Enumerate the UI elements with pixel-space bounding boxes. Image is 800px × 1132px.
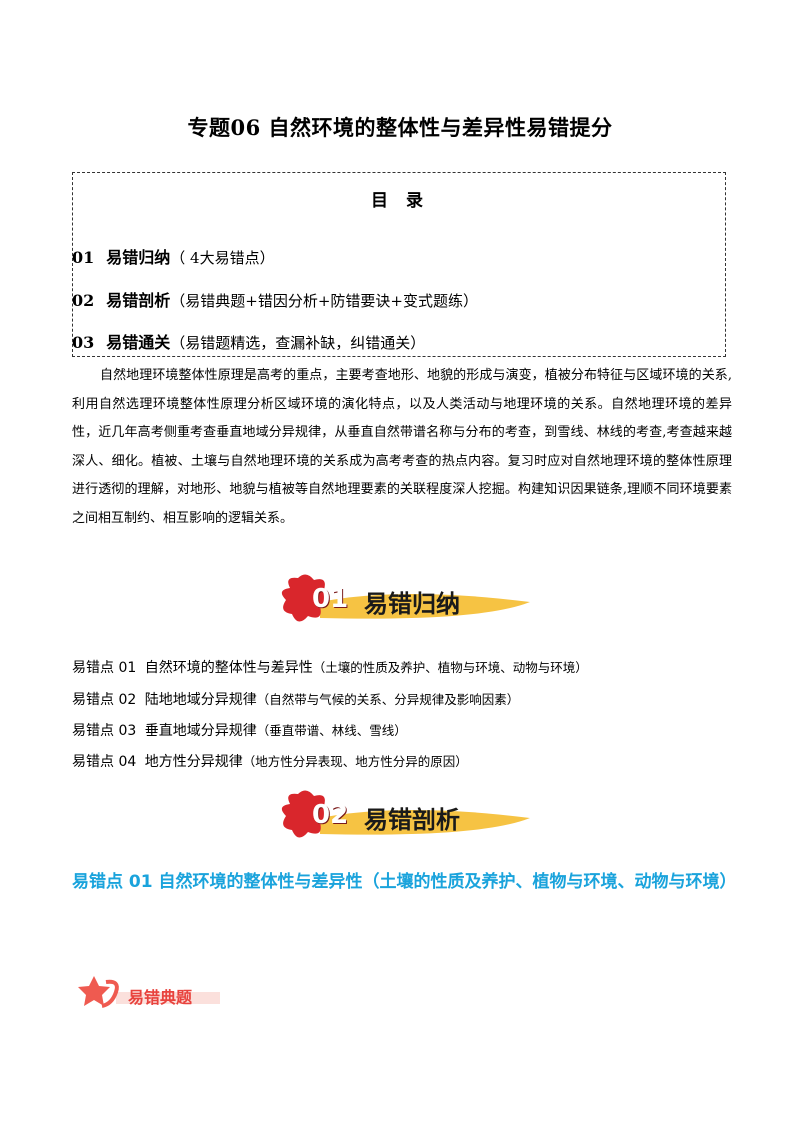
toc-item-heading: 易错通关 (106, 333, 171, 352)
tag-label: 易错典题 (128, 988, 193, 1007)
error-point-3: 易错点 03 垂直地域分异规律（垂直带谱、林线、雪线） (72, 720, 407, 740)
banner-decoration-icon (281, 574, 530, 622)
error-point-label: 易错点 01 (72, 660, 137, 676)
banner-number: 01 (312, 584, 349, 614)
section-banner-1: 01 易错归纳 (280, 572, 530, 628)
intro-paragraph: 自然地理环境整体性原理是高考的重点，主要考查地形、地貌的形成与演变，植被分布特征… (72, 368, 732, 526)
section-heading: 易错点 01 自然环境的整体性与差异性（土壤的性质及养护、植物与环境、动物与环境… (72, 872, 737, 892)
error-point-label: 易错点 04 (72, 754, 137, 770)
error-point-subtitle: （自然带与气候的关系、分异规律及影响因素） (256, 692, 520, 707)
banner-title: 易错剖析 (364, 806, 460, 834)
toc-item-3: 03 易错通关（易错题精选，查漏补缺，纠错通关） (72, 329, 425, 353)
error-point-subtitle: （土壤的性质及养护、植物与环境、动物与环境） (312, 660, 588, 675)
toc-item-number: 02 (72, 291, 95, 310)
toc-item-heading: 易错归纳 (106, 248, 171, 267)
toc-item-heading: 易错剖析 (106, 291, 171, 310)
error-point-2: 易错点 02 陆地地域分异规律（自然带与气候的关系、分异规律及影响因素） (72, 689, 519, 709)
error-point-subtitle: （垂直带谱、林线、雪线） (256, 723, 407, 738)
toc-item-detail: （易错题精选，查漏补缺，纠错通关） (170, 334, 426, 352)
toc-item-number: 03 (72, 333, 95, 352)
section-banner-2: 02 易错剖析 (280, 788, 530, 844)
toc-box (72, 172, 726, 357)
error-point-4: 易错点 04 地方性分异规律（地方性分异表现、地方性分异的原因） (72, 751, 468, 771)
toc-item-2: 02 易错剖析（易错典题+错因分析+防错要诀+变式题练） (72, 287, 478, 311)
error-point-label: 易错点 03 (72, 723, 137, 739)
error-point-1: 易错点 01 自然环境的整体性与差异性（土壤的性质及养护、植物与环境、动物与环境… (72, 657, 588, 677)
error-point-title: 垂直地域分异规律 (144, 723, 257, 739)
banner-title: 易错归纳 (364, 590, 460, 618)
error-point-title: 自然环境的整体性与差异性 (144, 660, 313, 676)
toc-item-detail: （ 4大易错点） (170, 249, 275, 267)
banner-number: 02 (312, 800, 349, 830)
toc-item-detail: （易错典题+错因分析+防错要诀+变式题练） (170, 292, 478, 310)
toc-item-1: 01 易错归纳（ 4大易错点） (72, 244, 275, 268)
toc-item-number: 01 (72, 248, 95, 267)
banner-decoration-icon (281, 790, 530, 838)
page-title: 专题06 自然环境的整体性与差异性易错提分 (187, 115, 613, 140)
error-point-title: 陆地地域分异规律 (144, 692, 257, 708)
toc-heading: 目 录 (371, 191, 429, 211)
tag-star-icon (78, 976, 220, 1008)
error-point-title: 地方性分异规律 (144, 754, 243, 770)
error-point-subtitle: （地方性分异表现、地方性分异的原因） (242, 754, 468, 769)
error-point-label: 易错点 02 (72, 692, 137, 708)
